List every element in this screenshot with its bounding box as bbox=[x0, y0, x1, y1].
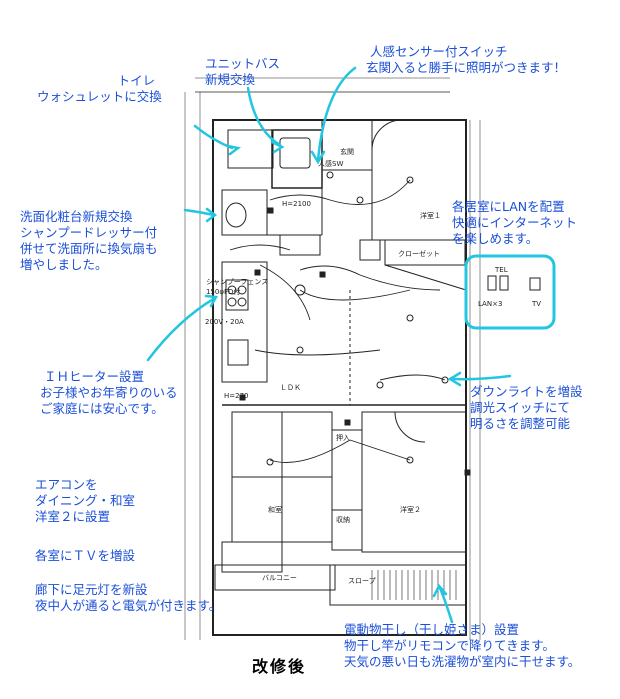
note-toilet: トイレ ウォシュレットに交換 bbox=[37, 73, 162, 104]
plan-label-slope: スロープ bbox=[348, 577, 376, 585]
plan-label-shampoo: シャンプーフェンス bbox=[206, 278, 268, 286]
plan-label-closet: クローゼット bbox=[398, 249, 440, 258]
plan-label-tel: TEL bbox=[494, 266, 508, 274]
plan-label-yoshitsu2: 洋室２ bbox=[400, 505, 421, 514]
downlight-arrow bbox=[450, 374, 512, 381]
plan-label-breaker: 200V・20A bbox=[205, 318, 244, 326]
plan-label-genkan: 玄関 bbox=[340, 147, 354, 156]
plan-label-ih-note: 150φFD付 bbox=[206, 287, 240, 296]
plan-label-balcony: バルコニー bbox=[262, 574, 297, 582]
washroom bbox=[221, 189, 268, 236]
note-ih-heater: ＩＨヒーター設置 お子様やお年寄りのいる ご家庭には安心です。 bbox=[40, 369, 178, 416]
toilet-room bbox=[227, 129, 274, 169]
balcony bbox=[329, 564, 467, 606]
plan-label-shuno: 収納 bbox=[336, 515, 350, 524]
plan-label-ldk: ＬＤＫ bbox=[280, 384, 301, 392]
note-lan: 各居室にLANを配置 快適にインターネット を楽しめます。 bbox=[452, 199, 578, 246]
note-sensor-switch: 人感センサー付スイッチ 玄関入ると勝手に照明がつきます！ bbox=[366, 44, 567, 75]
note-downlight: ダウンライトを増設 調光スイッチにて 明るさを調整可能 bbox=[470, 384, 583, 431]
page-title: 改修後 bbox=[252, 657, 307, 676]
plan-label-jinkan-sw: 人感SW bbox=[318, 159, 343, 168]
yoshitsu-2 bbox=[361, 411, 467, 553]
note-drying-pole: 電動物干し（干し姫さま）設置 物干し竿がリモコンで降りてきます。 天気の悪い日も… bbox=[344, 622, 581, 669]
plan-label-oshiire: 押入 bbox=[336, 433, 350, 442]
kitchen bbox=[221, 261, 268, 383]
drying-arrow bbox=[438, 586, 454, 624]
note-washroom: 洗面化粧台新規交換 シャンプードレッサー付 併せて洗面所に換気扇も 増やしました… bbox=[20, 209, 158, 272]
plan-label-h270: H=270 bbox=[224, 392, 249, 400]
note-unit-bath: ユニットバス 新規交換 bbox=[205, 56, 281, 87]
outer-wall bbox=[212, 119, 467, 636]
plan-label-lan: LAN×3 bbox=[478, 300, 502, 308]
washroom-arrow bbox=[183, 208, 216, 217]
ih-arrow bbox=[146, 296, 217, 362]
bath-arrow bbox=[246, 86, 282, 147]
plan-label-yoshitsu1: 洋室１ bbox=[420, 211, 441, 220]
sensor-arrow bbox=[316, 66, 357, 162]
plan-label-tv: TV bbox=[531, 300, 541, 308]
lan-tv-box bbox=[464, 254, 556, 330]
note-aircon: エアコンを ダイニング・和室 洋室２に設置 bbox=[35, 477, 136, 524]
note-footlight: 廊下に足元灯を新設 夜中人が通ると電気が付きます。 bbox=[35, 582, 222, 613]
note-tv: 各室にＴＶを増設 bbox=[35, 548, 136, 563]
plan-label-washitsu: 和室 bbox=[268, 505, 282, 514]
plan-label-h2100: H=2100 bbox=[282, 200, 311, 208]
